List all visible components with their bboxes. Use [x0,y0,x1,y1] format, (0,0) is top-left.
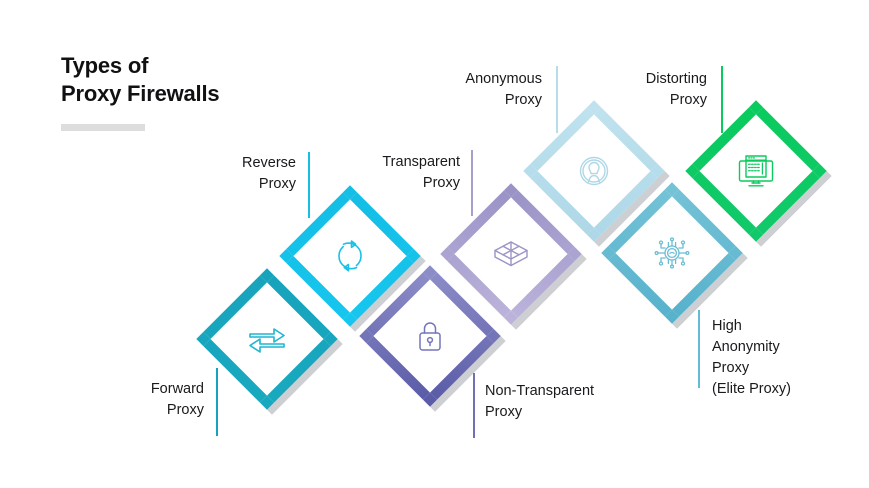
diamond-anonymous-proxy[interactable] [523,100,665,242]
label-anonymous-proxy: Anonymous Proxy [404,69,542,111]
diamond-reverse-proxy[interactable] [279,185,421,327]
anonymous-proxy-connector [556,66,558,133]
label-anonymous-proxy-line-2: Proxy [504,92,542,109]
high-anonymity-proxy-connector [698,310,700,388]
transparent-proxy-connector [471,150,473,216]
label-transparent-proxy-line-1: Transparent [382,154,460,170]
label-high-anonymity-proxy: High Anonymity Proxy (Elite Proxy) [712,316,862,400]
non-transparent-proxy-connector [473,373,475,438]
label-high-anonymity-proxy-line-2: Anonymity [712,339,780,356]
page-title-line-2: Proxy Firewalls [61,81,220,107]
label-reverse-proxy-line-1: Reverse [242,155,296,171]
page-title-line-1: Types of [61,53,149,78]
label-non-transparent-proxy: Non-Transparent Proxy [485,381,675,423]
diamond-high-anonymity-proxy[interactable] [601,182,743,324]
anonymous-person-icon [554,131,634,211]
circuit-chip-icon [632,213,712,293]
label-reverse-proxy: Reverse Proxy [166,153,296,195]
label-transparent-proxy: Transparent Proxy [320,152,460,194]
diamond-non-transparent-proxy[interactable] [359,265,501,407]
diamond-forward-proxy[interactable] [196,268,338,410]
monitor-binary-icon [716,131,796,211]
padlock-icon [390,296,470,376]
exchange-arrows-icon [227,299,307,379]
label-forward-proxy-line-2: Proxy [166,402,204,419]
diamond-transparent-proxy[interactable] [440,183,582,325]
forward-proxy-connector [216,368,218,436]
reverse-proxy-connector [308,152,310,218]
label-distorting-proxy-line-2: Proxy [669,92,707,109]
label-forward-proxy: Forward Proxy [74,379,204,421]
label-distorting-proxy-line-1: Distorting [645,71,707,87]
label-high-anonymity-proxy-line-1: High [712,318,742,334]
label-high-anonymity-proxy-line-3: Proxy [712,360,750,377]
label-reverse-proxy-line-2: Proxy [258,176,296,193]
label-transparent-proxy-line-2: Proxy [422,175,460,192]
distorting-proxy-connector [721,66,723,133]
box-layers-icon [471,214,551,294]
label-high-anonymity-proxy-line-4: (Elite Proxy) [712,381,791,398]
label-distorting-proxy: Distorting Proxy [585,69,707,111]
label-anonymous-proxy-line-1: Anonymous [465,71,542,87]
refresh-circle-icon [310,216,390,296]
diamond-distorting-proxy[interactable] [685,100,827,242]
label-non-transparent-proxy-line-2: Proxy [485,404,523,421]
title-divider [61,124,145,131]
label-forward-proxy-line-1: Forward [150,381,204,397]
label-non-transparent-proxy-line-1: Non-Transparent [485,383,595,399]
page-title: Types of Proxy Firewalls [61,52,220,108]
